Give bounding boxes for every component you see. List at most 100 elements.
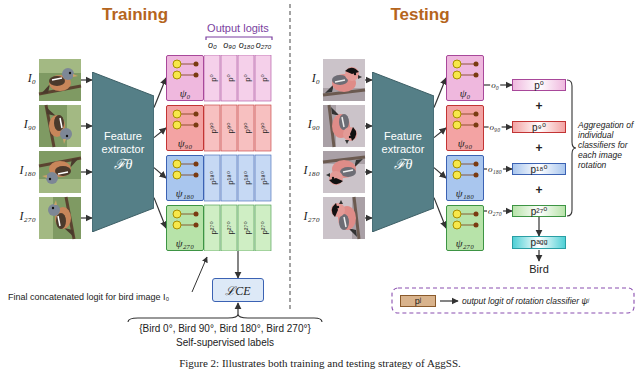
image-node: I₀: [39, 59, 81, 101]
connector: [365, 217, 372, 218]
logit-name: p⁹⁰: [259, 122, 268, 133]
output-dot: [194, 162, 199, 167]
logit-cell: [221, 205, 237, 251]
loss-box: ℒCE: [212, 278, 264, 302]
image-label: I₉₀: [24, 117, 36, 132]
connector: [154, 128, 166, 138]
logit-name: p²⁷⁰: [242, 221, 251, 234]
neuron: [173, 71, 181, 79]
output-dot: [194, 112, 199, 117]
image-label: I₁₈₀: [19, 163, 36, 178]
connector: [81, 79, 92, 80]
logit-cell: [221, 105, 237, 151]
image-label: I₂₇₀: [19, 209, 36, 224]
edge-label: o₀: [490, 80, 500, 90]
bracket: [206, 37, 272, 40]
classifier-name: ψ₁₈₀: [167, 187, 203, 199]
legend-box: [392, 288, 634, 313]
logit-name: p⁹⁰: [208, 122, 217, 133]
panel-heading: Output logits: [207, 22, 269, 34]
classifier-name: ψ₂₇₀: [447, 237, 483, 249]
trapezoid: [92, 72, 154, 232]
leader-line: [192, 257, 207, 292]
plus-sign: +: [535, 141, 542, 155]
image-node: I₉₀: [323, 105, 365, 147]
neuron-symbols: [167, 56, 199, 86]
connector: [434, 128, 446, 138]
rotation-classifier: ψ₀: [166, 55, 204, 101]
bird-image: [39, 105, 81, 147]
logit-bar: p¹⁸⁰: [512, 163, 566, 175]
arrow: [538, 250, 539, 261]
note: Self-supervised labels: [176, 337, 274, 349]
logit-cell: [238, 205, 254, 251]
logit-cell: [204, 155, 220, 201]
feature-extractor: Feature extractorℱθ: [372, 72, 434, 232]
logit-cell: [204, 55, 220, 101]
neuron: [173, 221, 181, 229]
image-node: I₂₇₀: [323, 197, 365, 239]
neuron-symbols: [447, 156, 479, 186]
neuron: [453, 160, 461, 168]
logit-name: p¹⁸⁰: [259, 171, 268, 185]
brace: [128, 314, 322, 322]
loss-name: ℒCE: [225, 282, 250, 299]
logit-name: p¹⁸⁰: [208, 171, 217, 185]
bird-image: [323, 105, 365, 147]
neuron: [453, 60, 461, 68]
rotation-classifier: ψ₀: [446, 55, 484, 101]
legend-entry: output logit of rotation classifier ψʲ: [400, 295, 589, 307]
neuron: [453, 171, 461, 179]
arrow: [237, 303, 238, 314]
logit-name: p⁰: [225, 74, 234, 82]
output-dot: [194, 212, 199, 217]
logit-cell: [221, 155, 237, 201]
neuron-symbols: [447, 106, 479, 136]
neuron: [173, 60, 181, 68]
divider: [289, 4, 290, 312]
bird-image: [323, 197, 365, 239]
connector: [538, 217, 539, 236]
output-dot: [474, 112, 479, 117]
column-name: o₁₈₀: [239, 40, 254, 51]
spacer: [436, 301, 462, 302]
image-label: I₁₈₀: [303, 163, 320, 178]
logit-cell: [221, 55, 237, 101]
note: Aggregation of individual classifiers fo…: [578, 120, 636, 170]
bird-image: [39, 59, 81, 101]
brace: [567, 80, 576, 216]
neuron-symbols: [167, 106, 199, 136]
section-title: Testing: [390, 5, 449, 25]
image-node: I₂₇₀: [39, 197, 81, 239]
note: Final concatenated logit for bird image …: [8, 292, 169, 303]
connector: [434, 198, 446, 228]
logit-bar: p²⁷⁰: [512, 205, 566, 217]
logit-bar: pᵃᵍᵍ: [512, 236, 566, 249]
rotation-classifier: ψ₂₇₀: [446, 205, 484, 251]
bird-image: [39, 197, 81, 239]
edge-label: o₂₇₀: [487, 206, 503, 216]
neuron: [453, 210, 461, 218]
block-name: Feature extractor: [374, 130, 432, 156]
plus-sign: +: [535, 99, 542, 113]
bird-image: [39, 151, 81, 193]
connector: [81, 125, 92, 126]
output-dot: [474, 162, 479, 167]
connector: [434, 168, 446, 178]
logit-cell: [255, 55, 271, 101]
neuron-symbols: [447, 56, 479, 86]
neuron: [453, 121, 461, 129]
label-set: {Bird 0°, Bird 90°, Bird 180°, Bird 270°…: [139, 323, 311, 335]
classifier-name: ψ₂₇₀: [167, 237, 203, 249]
connector: [365, 79, 372, 80]
connector: [434, 78, 446, 108]
logit-name: p⁰: [259, 74, 268, 82]
neuron-symbols: [167, 156, 199, 186]
column-name: o₉₀: [223, 40, 235, 51]
legend-text: output logit of rotation classifier ψʲ: [462, 296, 589, 306]
output-dot: [474, 212, 479, 217]
classifier-name: ψ₀: [167, 87, 203, 99]
logit-bar: p⁰: [512, 79, 566, 91]
neuron: [173, 110, 181, 118]
